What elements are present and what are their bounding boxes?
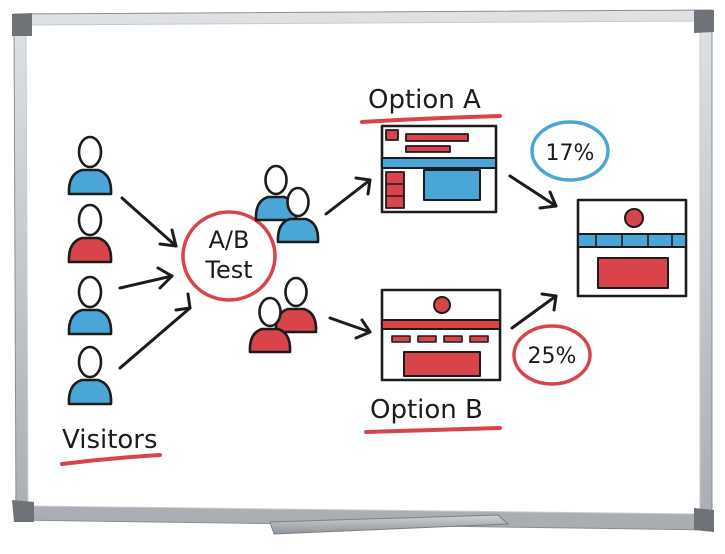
- ab-test-node: A/B Test: [181, 210, 277, 302]
- visitor-figure-blue: [67, 135, 113, 196]
- option-a-label: Option A: [368, 85, 481, 115]
- option-a-underline: [360, 114, 502, 124]
- option-b-label: Option B: [370, 395, 483, 425]
- arrows-visitors-to-test: [118, 196, 192, 370]
- corner-cap-bottom-right: [694, 508, 714, 532]
- arrows-to-options: [324, 176, 372, 340]
- visitor-figure-blue: [67, 275, 113, 336]
- corner-cap-top-left: [12, 13, 32, 36]
- result-option-a: 17%: [530, 120, 610, 182]
- group-option-b: [248, 276, 318, 354]
- visitors-underline: [60, 453, 162, 466]
- result-option-b-value: 25%: [528, 344, 577, 369]
- result-option-b: 25%: [512, 324, 592, 386]
- corner-cap-top-right: [694, 10, 714, 33]
- ab-test-label-line2: Test: [204, 256, 252, 284]
- visitor-figure-red: [67, 203, 113, 264]
- corner-cap-bottom-left: [12, 500, 34, 522]
- option-b-page: [380, 288, 502, 382]
- option-b-underline: [364, 426, 502, 434]
- ab-test-label-line1: A/B: [209, 226, 250, 254]
- group-option-a: [254, 164, 320, 244]
- result-option-a-value: 17%: [546, 141, 595, 166]
- arrows-to-result: [508, 174, 558, 330]
- visitors-label: Visitors: [62, 425, 158, 455]
- winning-page: [576, 198, 688, 298]
- option-a-page: [380, 124, 498, 214]
- visitor-figure-blue: [67, 345, 113, 406]
- marker-tray: [269, 514, 510, 535]
- visitors-group: [67, 135, 113, 406]
